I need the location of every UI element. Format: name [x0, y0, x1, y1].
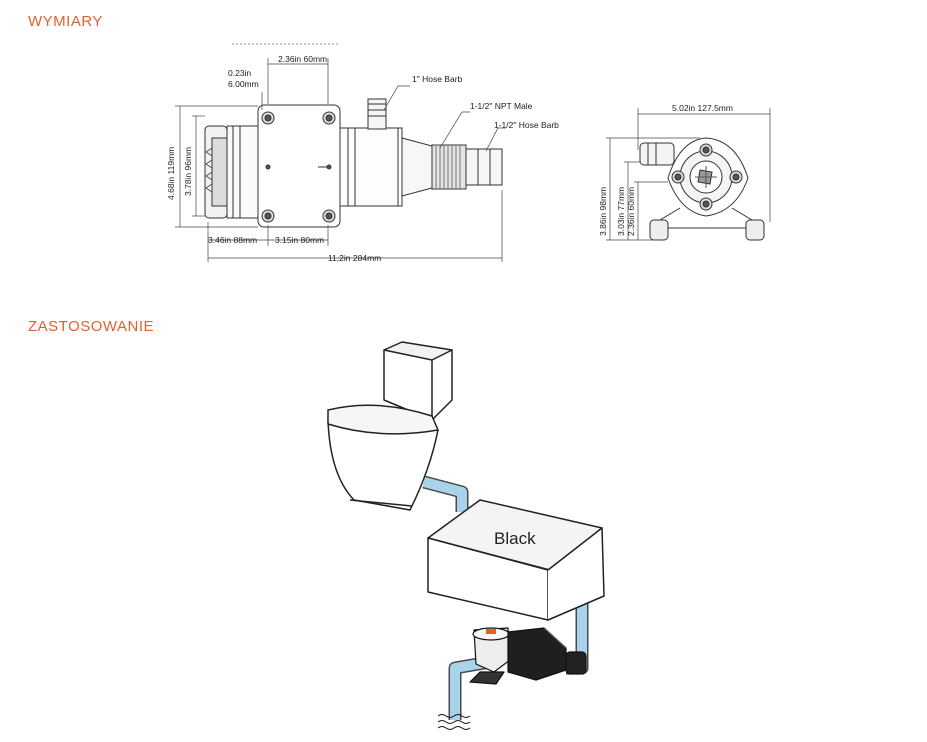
callout-hose-1in: 1" Hose Barb	[412, 74, 463, 84]
dim-end-width: 5.02in 127.5mm	[672, 103, 733, 113]
dim-end-height-a: 3.86in 98mm	[598, 187, 608, 236]
pump-end-view	[639, 137, 765, 241]
dim-top-width: 2.36in 60mm	[278, 54, 327, 64]
tank-label: Black	[494, 529, 536, 548]
dim-height-inner: 3.78in 96mm	[183, 147, 193, 196]
callout-hose-15in: 1-1/2" Hose Barb	[494, 120, 559, 130]
dim-total-length: 11.2in 284mm	[328, 253, 381, 263]
dim-small-offset-mm: 6.00mm	[228, 79, 259, 89]
black-tank	[427, 499, 605, 621]
application-title: ZASTOSOWANIE	[28, 318, 155, 335]
pump-illustration	[469, 627, 587, 685]
toilet-illustration	[327, 341, 453, 511]
end-view-dimensions	[606, 108, 771, 241]
dim-end-height-b: 3.03in 77mm	[616, 187, 626, 236]
pump-side-view	[204, 43, 503, 228]
dim-small-offset-in: 0.23in	[228, 68, 251, 78]
dim-end-height-c: 2.36in 60mm	[626, 187, 636, 236]
dim-bottom-left: 3.46in 88mm	[208, 235, 257, 245]
water-symbol	[437, 714, 471, 730]
dim-bottom-mid: 3.15in 80mm	[275, 235, 324, 245]
callout-npt-male: 1-1/2" NPT Male	[470, 101, 533, 111]
side-view-dimensions	[175, 58, 506, 262]
dimensions-title: WYMIARY	[28, 13, 103, 30]
dim-height-outer: 4.68in 119mm	[166, 147, 176, 200]
